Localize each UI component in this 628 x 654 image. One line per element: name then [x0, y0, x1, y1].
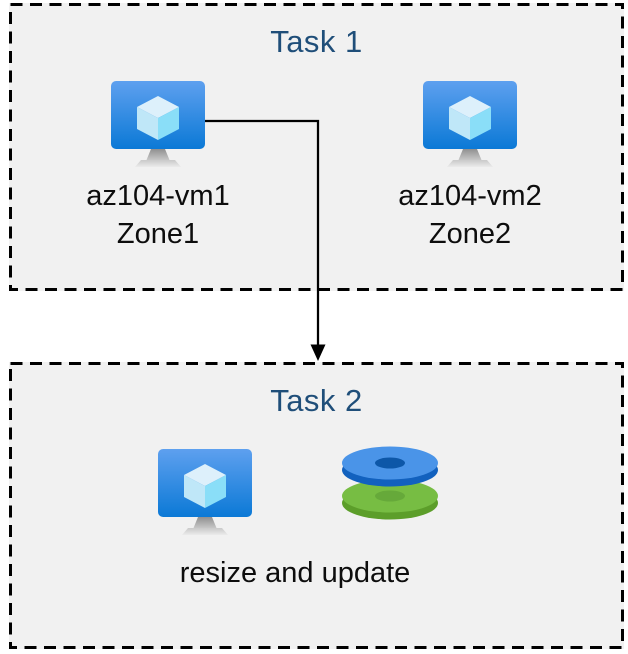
task1-title: Task 1: [270, 24, 363, 59]
vm-name-label: az104-vm2: [398, 180, 542, 212]
task2-title: Task 2: [270, 383, 363, 418]
arrowhead-icon: [310, 344, 326, 361]
task2-caption-wrap: resize and update: [135, 554, 455, 592]
managed-disks-icon: [342, 446, 438, 520]
vm-block-az104-vm1: az104-vm1 Zone1: [58, 80, 258, 253]
vm-name-label: az104-vm1: [86, 180, 230, 212]
vm-zone-label: Zone2: [428, 218, 512, 250]
task1-panel: Task 1 az104-vm1 Zone1 az104-: [9, 3, 624, 291]
vm-block-az104-vm2: az104-vm2 Zone2: [370, 80, 570, 253]
virtual-machine-icon: [111, 81, 205, 167]
vm-zone-label: Zone1: [116, 218, 200, 250]
virtual-machine-icon: [423, 81, 517, 167]
task2-caption: resize and update: [179, 557, 411, 589]
task2-panel: Task 2 resize and update: [9, 362, 624, 649]
virtual-machine-icon: [158, 449, 252, 535]
